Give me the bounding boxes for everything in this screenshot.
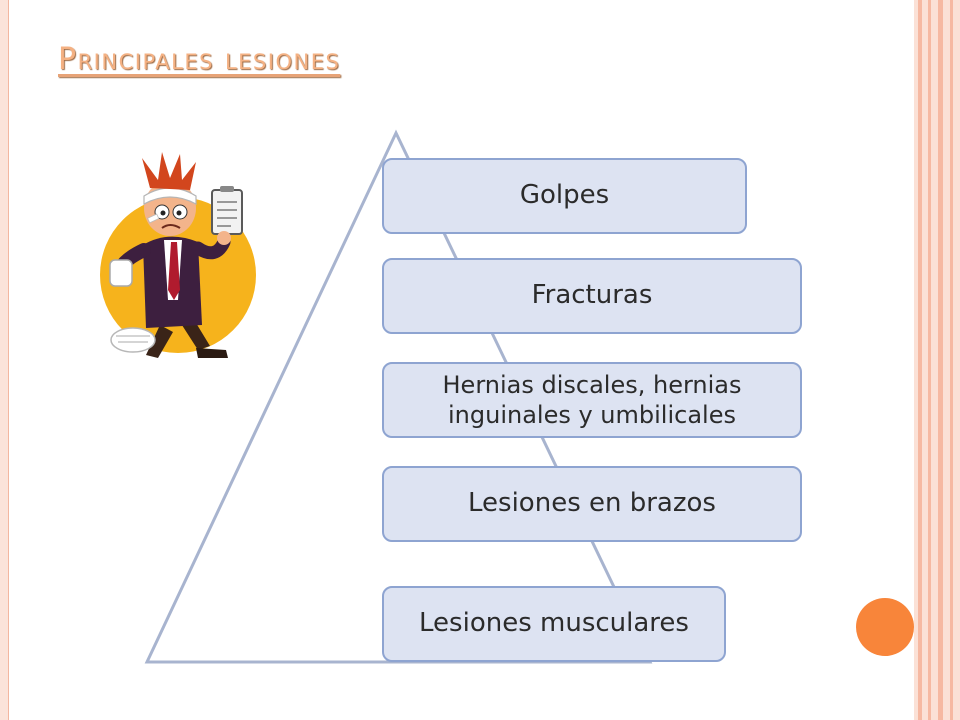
injured-man-clipboard-icon [100, 152, 256, 358]
pyramid-level-label: Fracturas [531, 280, 653, 311]
pyramid-level-golpes: Golpes [382, 158, 747, 234]
pyramid-level-label: Hernias discales, hernias inguinales y u… [442, 371, 742, 429]
slide-title: Principales lesiones [58, 42, 341, 77]
pyramid-level-lesiones-musculares: Lesiones musculares [382, 586, 726, 662]
accent-dot [856, 598, 914, 656]
pyramid-level-label: Lesiones en brazos [468, 488, 716, 519]
pyramid-level-lesiones-brazos: Lesiones en brazos [382, 466, 802, 542]
pyramid-level-label: Golpes [519, 180, 610, 211]
pyramid-level-label: Lesiones musculares [419, 608, 689, 639]
pyramid-level-hernias: Hernias discales, hernias inguinales y u… [382, 362, 802, 438]
pyramid-level-fracturas: Fracturas [382, 258, 802, 334]
slide-frame-right [914, 0, 960, 720]
slide-frame-left [0, 0, 9, 720]
